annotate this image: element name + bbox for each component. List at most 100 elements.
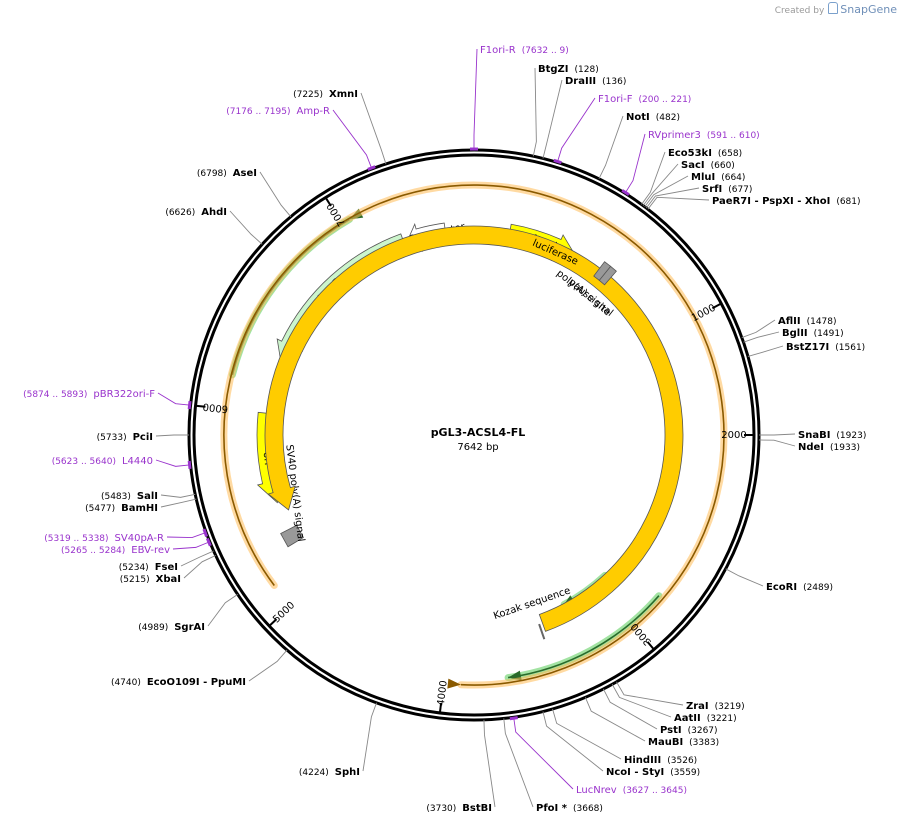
tick-mark-7000 [324, 197, 332, 207]
site-fsei: (5234)FseI [119, 550, 214, 573]
site-label-amp-r: (7176 .. 7195)Amp-R [226, 106, 330, 117]
site-zrai: ZraI(3219) [616, 681, 745, 712]
tick-mark-3000 [646, 641, 655, 651]
site-noti: NotI(482) [598, 112, 680, 180]
site-pbr322ori-f: (5874 .. 5893)pBR322ori-F [23, 389, 192, 410]
site-srfi: SrfI(677) [645, 184, 752, 209]
site-label-ahdi: (6626)AhdI [165, 207, 227, 218]
site-ndei: NdeI(1933) [758, 439, 860, 453]
site-label-noti: NotI(482) [626, 112, 680, 123]
site-lucnrev: LucNrev(3627 .. 3645) [509, 716, 687, 796]
site-asei: (6798)AseI [197, 168, 292, 217]
site-label-xmni: (7225)XmnI [293, 89, 358, 100]
site-hindiii: HindIII(3526) [552, 708, 697, 766]
site-pcii: (5733)PciI [97, 432, 189, 443]
site-l4440: (5623 .. 5640)L4440 [52, 456, 192, 470]
site-label-hindiii: HindIII(3526) [624, 755, 697, 766]
site-label-btgzi: BtgZI(128) [538, 64, 599, 75]
site-amp-r: (7176 .. 7195)Amp-R [226, 106, 376, 171]
site-label-fsei: (5234)FseI [119, 562, 178, 573]
site-maubi: MauBI(3383) [584, 697, 719, 748]
site-paer7i-pspxi-xhoi: PaeR7I - PspXI - XhoI(681) [647, 196, 861, 210]
site-sali: (5483)SalI [101, 491, 196, 502]
tick-mark-6000 [195, 404, 206, 408]
site-ecori: EcoRI(2489) [725, 568, 833, 593]
site-label-asei: (6798)AseI [197, 168, 257, 179]
site-label-maubi: MauBI(3383) [648, 737, 719, 748]
orange-arc [220, 181, 728, 689]
site-aflii: AflII(1478) [741, 316, 837, 338]
tick-label-7000: 7000 [325, 201, 348, 228]
site-rvprimer3: RVprimer3(591 .. 610) [621, 130, 760, 196]
site-label-snabi: SnaBI(1923) [798, 430, 866, 441]
site-label-srfi: SrfI(677) [702, 184, 752, 195]
tick-label-5000: 5000 [271, 600, 297, 625]
site-pfoi: PfoI *(3668) [503, 718, 603, 814]
tick-label-4000: 4000 [436, 680, 450, 707]
site-aatii: AatII(3221) [611, 684, 737, 724]
site-label-rvprimer3: RVprimer3(591 .. 610) [648, 130, 760, 141]
site-btgzi: BtgZI(128) [532, 64, 599, 157]
site-label-ndei: NdeI(1933) [798, 442, 860, 453]
site-label-saci: SacI(660) [681, 160, 735, 171]
site-ecoo109i-ppumi: (4740)EcoO109I - PpuMI [111, 649, 288, 688]
site-label-aatii: AatII(3221) [674, 713, 737, 724]
site-bstbi: (3730)BstBI [426, 719, 496, 814]
site-ahdi: (6626)AhdI [165, 207, 263, 245]
tick-label-1000: 1000 [690, 303, 718, 325]
site-label-ncoi-styi: NcoI - StyI(3559) [606, 767, 700, 778]
site-label-bstz17i: BstZ17I(1561) [786, 342, 865, 353]
site-xbai: (5215)XbaI [120, 555, 216, 585]
site-draiii: DraIII(136) [542, 76, 626, 159]
site-label-pbr322ori-f: (5874 .. 5893)pBR322ori-F [23, 389, 155, 400]
site-label-f1ori-f: F1ori-F(200 .. 221) [598, 94, 691, 105]
site-snabi: SnaBI(1923) [759, 430, 866, 441]
site-sv40pa-r: (5319 .. 5338)SV40pA-R [44, 528, 209, 544]
site-label-mlui: MluI(664) [691, 172, 745, 183]
snapgene-credit: Created by SnapGene [775, 2, 897, 16]
site-label-sgrai: (4989)SgrAI [138, 622, 205, 633]
site-saci: SacI(660) [642, 160, 735, 206]
site-ebv-rev: (5265 .. 5284)EBV-rev [61, 537, 212, 556]
site-label-pfoi: PfoI *(3668) [536, 803, 603, 814]
plasmid-name: pGL3-ACSL4-FL [431, 426, 526, 439]
site-label-l4440: (5623 .. 5640)L4440 [52, 456, 153, 467]
site-f1ori-f: F1ori-F(200 .. 221) [553, 94, 691, 165]
site-label-ecoo109i-ppumi: (4740)EcoO109I - PpuMI [111, 677, 246, 688]
tick-label-6000: 6000 [202, 401, 228, 415]
site-label-psti: PstI(3267) [660, 725, 718, 736]
site-label-sali: (5483)SalI [101, 491, 158, 502]
site-bamhi: (5477)BamHI [85, 498, 197, 514]
site-label-f1ori-r: F1ori-R(7632 .. 9) [480, 45, 569, 56]
site-bstz17i: BstZ17I(1561) [747, 342, 865, 357]
site-psti: PstI(3267) [602, 688, 718, 736]
site-label-sv40pa-r: (5319 .. 5338)SV40pA-R [44, 533, 164, 544]
plasmid-center-label: pGL3-ACSL4-FL 7642 bp [431, 426, 526, 453]
site-label-zrai: ZraI(3219) [686, 701, 745, 712]
site-label-lucnrev: LucNrev(3627 .. 3645) [576, 785, 687, 796]
site-label-sphi: (4224)SphI [299, 767, 360, 778]
tick-mark-1000 [711, 302, 722, 310]
tick-label-2000: 2000 [721, 430, 746, 441]
site-sgrai: (4989)SgrAI [138, 593, 238, 633]
site-label-aflii: AflII(1478) [778, 316, 837, 327]
site-label-xbai: (5215)XbaI [120, 574, 181, 585]
site-label-paer7i-pspxi-xhoi: PaeR7I - PspXI - XhoI(681) [712, 196, 861, 207]
snapgene-logo-icon [828, 2, 839, 14]
tick-mark-5000 [268, 618, 278, 627]
site-label-eco53ki: Eco53kI(658) [668, 148, 742, 159]
site-label-bstbi: (3730)BstBI [426, 803, 492, 814]
site-label-ecori: EcoRI(2489) [766, 582, 833, 593]
site-sphi: (4224)SphI [299, 702, 377, 778]
credit-text: Created by [774, 6, 825, 16]
credit-brand: SnapGene [840, 3, 897, 16]
site-eco53ki: Eco53kI(658) [641, 148, 742, 205]
site-ncoi-styi: NcoI - StyI(3559) [542, 711, 700, 778]
site-xmni: (7225)XmnI [293, 89, 387, 165]
site-label-bglii: BglII(1491) [782, 328, 844, 339]
tick-mark-4000 [438, 702, 443, 714]
site-label-draiii: DraIII(136) [565, 76, 626, 87]
site-bglii: BglII(1491) [743, 328, 844, 343]
site-f1ori-r: F1ori-R(7632 .. 9) [470, 45, 569, 151]
